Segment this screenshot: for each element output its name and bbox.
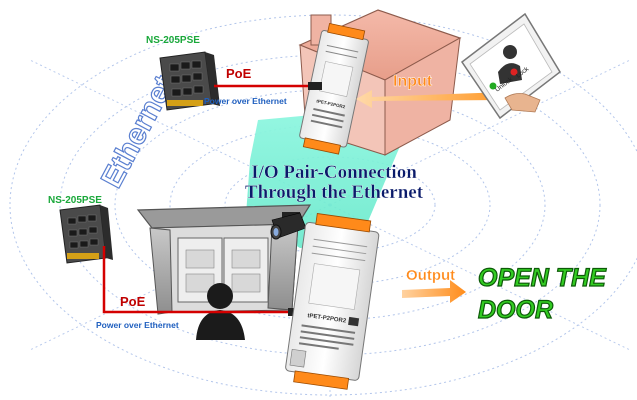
switch-bottom-model: NS-205PSE bbox=[48, 195, 102, 206]
poe-bottom-label: PoE bbox=[120, 294, 146, 309]
poe-bottom-full: Power over Ethernet bbox=[96, 320, 179, 330]
lock-indicator bbox=[510, 68, 518, 76]
switch-bottom bbox=[59, 204, 113, 264]
poe-top-label: PoE bbox=[226, 66, 252, 81]
door-text-line-2: DOOR bbox=[478, 296, 553, 324]
device-bottom: tPET-P2POR2 bbox=[285, 213, 380, 390]
input-arrow bbox=[356, 90, 505, 108]
device-bottom-model: tPET-P2POR2 bbox=[307, 313, 347, 324]
device-top: tPET-P2POR2 bbox=[299, 22, 369, 155]
title-line-1: I/O Pair-Connection bbox=[251, 162, 417, 183]
output-label: Output bbox=[406, 267, 455, 284]
poe-cable-bottom bbox=[102, 246, 296, 314]
keypad: Unlock Lock bbox=[460, 12, 561, 120]
door-text-line-1: OPEN THE bbox=[478, 264, 607, 292]
poe-top-full: Power over Ethernet bbox=[204, 96, 287, 106]
switch-top-model: NS-205PSE bbox=[146, 35, 200, 46]
unlock-indicator bbox=[489, 82, 497, 90]
person-icon bbox=[196, 283, 245, 340]
title-line-2: Through the Ethernet bbox=[245, 182, 424, 203]
input-label: Input bbox=[393, 73, 433, 90]
output-arrow bbox=[402, 280, 466, 303]
garage bbox=[136, 204, 312, 315]
hand-icon bbox=[504, 93, 541, 113]
switch-top bbox=[159, 51, 220, 111]
keypad-person-icon bbox=[503, 45, 517, 59]
device-top-model: tPET-P2POR2 bbox=[316, 98, 346, 109]
